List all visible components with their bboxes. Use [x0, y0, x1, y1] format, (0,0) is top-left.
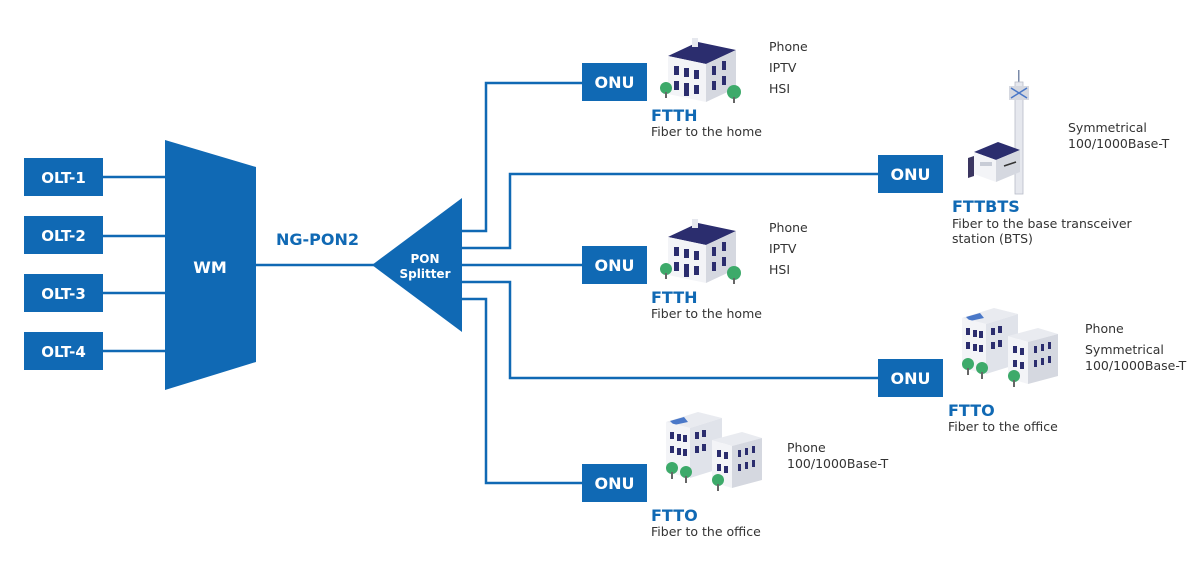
branch-1-service: IPTV: [769, 60, 797, 75]
branch-4-service: Symmetrical: [1085, 342, 1164, 357]
branch-1-type: FTTH: [651, 106, 698, 125]
office-building-icon: [962, 308, 1058, 387]
onu-3-label: ONU: [595, 256, 635, 275]
onu-3[interactable]: ONU: [582, 246, 647, 284]
branch-3-service: Phone: [769, 220, 808, 235]
branch-2-description: station (BTS): [952, 231, 1033, 246]
branch-1-link: [462, 81, 582, 233]
pon-splitter[interactable]: PON Splitter: [372, 198, 462, 332]
branch-3-service: IPTV: [769, 241, 797, 256]
olt-3-label: OLT-3: [41, 285, 86, 303]
branch-ftto-1: ONU FTTO Fiber to the office Phone Symme…: [878, 308, 1187, 434]
branch-fttbts: ONU FTTBTS Fiber to the base transceiver…: [878, 69, 1170, 246]
cell-tower-icon: [967, 69, 1030, 195]
wavelength-multiplexer[interactable]: WM: [165, 140, 256, 390]
branch-1-service: Phone: [769, 39, 808, 54]
splitter-label-line1: PON: [410, 252, 439, 266]
branch-1-description: Fiber to the home: [651, 124, 762, 139]
branch-3-description: Fiber to the home: [651, 306, 762, 321]
onu-1-label: ONU: [595, 73, 635, 92]
onu-5-label: ONU: [595, 474, 635, 493]
branch-4-link: [462, 280, 880, 380]
branch-3-service: HSI: [769, 262, 790, 277]
branch-2-service: 100/1000Base-T: [1068, 136, 1170, 151]
branch-ftth-1: ONU FTTH Fiber to the home Phone IPTV HS…: [582, 38, 808, 139]
splitter-label-line2: Splitter: [400, 267, 451, 281]
branch-4-service: 100/1000Base-T: [1085, 358, 1187, 373]
branch-5-service: 100/1000Base-T: [787, 456, 889, 471]
olt-4-label: OLT-4: [41, 343, 86, 361]
house-icon: [660, 38, 741, 103]
branch-ftto-2: ONU FTTO Fiber to the office Phone 100/1…: [582, 412, 889, 539]
branch-4-type: FTTO: [948, 401, 995, 420]
branch-5-type: FTTO: [651, 506, 698, 525]
onu-2[interactable]: ONU: [878, 155, 943, 193]
olt-1-label: OLT-1: [41, 169, 86, 187]
olt-2-label: OLT-2: [41, 227, 86, 245]
branch-5-link: [462, 297, 582, 485]
onu-2-label: ONU: [891, 165, 931, 184]
olt-group: OLT-1 OLT-2 OLT-3 OLT-4: [24, 158, 166, 370]
olt-4[interactable]: OLT-4: [24, 332, 103, 370]
olt-2[interactable]: OLT-2: [24, 216, 103, 254]
ng-pon2-label: NG-PON2: [276, 230, 359, 249]
branch-1-service: HSI: [769, 81, 790, 96]
branch-2-type: FTTBTS: [952, 197, 1020, 216]
branch-5-service: Phone: [787, 440, 826, 455]
olt-1[interactable]: OLT-1: [24, 158, 103, 196]
wm-label: WM: [193, 258, 227, 277]
branch-4-service: Phone: [1085, 321, 1124, 336]
branch-4-description: Fiber to the office: [948, 419, 1058, 434]
branch-3-type: FTTH: [651, 288, 698, 307]
office-building-icon: [666, 412, 762, 491]
onu-4[interactable]: ONU: [878, 359, 943, 397]
olt-3[interactable]: OLT-3: [24, 274, 103, 312]
branch-5-description: Fiber to the office: [651, 524, 761, 539]
branch-2-description: Fiber to the base transceiver: [952, 216, 1133, 231]
onu-4-label: ONU: [891, 369, 931, 388]
branch-ftth-2: ONU FTTH Fiber to the home Phone IPTV HS…: [582, 219, 808, 321]
house-icon: [660, 219, 741, 284]
branch-2-service: Symmetrical: [1068, 120, 1147, 135]
onu-5[interactable]: ONU: [582, 464, 647, 502]
branch-2-link: [462, 172, 880, 250]
onu-1[interactable]: ONU: [582, 63, 647, 101]
